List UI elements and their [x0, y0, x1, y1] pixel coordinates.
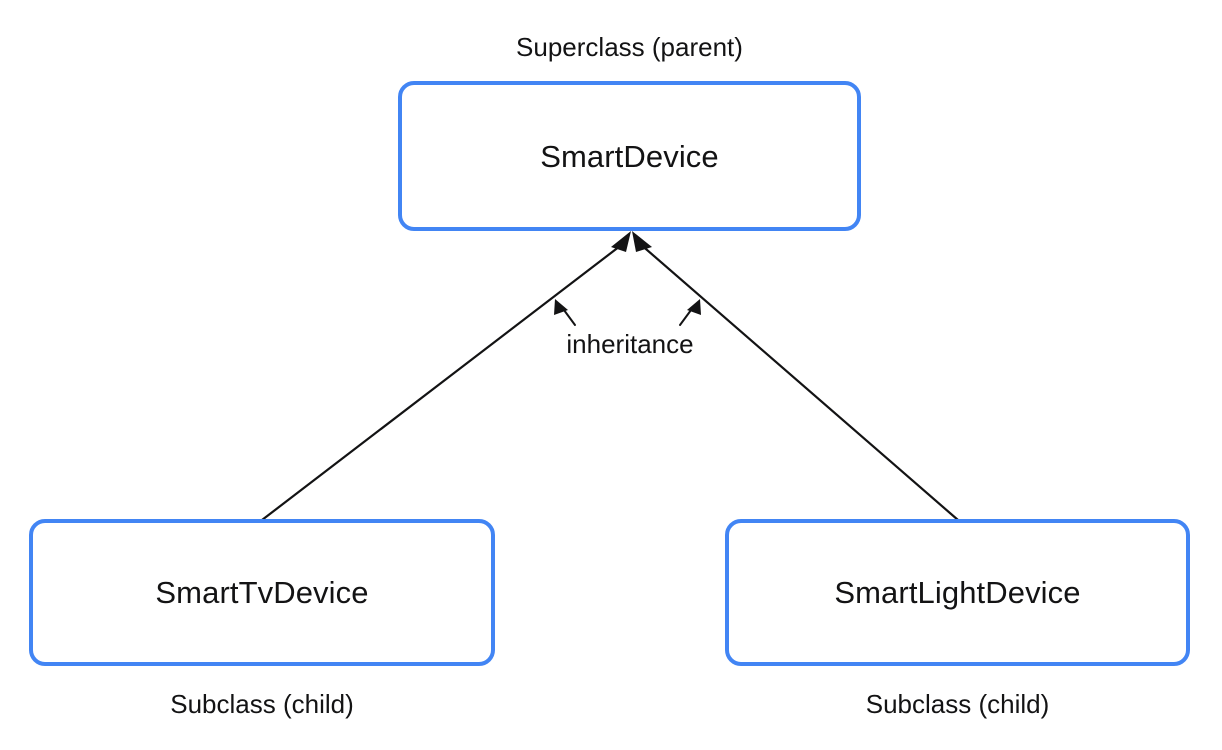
- class-name-smartdevice: SmartDevice: [540, 138, 719, 174]
- class-box-smartlightdevice[interactable]: SmartLightDevice: [725, 519, 1190, 666]
- edge-smartlightdevice-to-smartdevice: [632, 231, 960, 522]
- class-box-smarttvdevice[interactable]: SmartTvDevice: [29, 519, 495, 666]
- subclass-caption-smartlightdevice: Subclass (child): [865, 689, 1050, 719]
- class-name-smarttvdevice: SmartTvDevice: [155, 575, 369, 610]
- pointer-arrow-right: [679, 299, 701, 326]
- superclass-caption: Superclass (parent): [516, 32, 743, 62]
- class-box-smartdevice[interactable]: SmartDevice: [398, 81, 861, 231]
- inheritance-label: inheritance: [566, 329, 694, 359]
- pointer-arrow-left: [554, 299, 576, 326]
- subclass-caption-smarttvdevice: Subclass (child): [170, 689, 354, 719]
- class-name-smartlightdevice: SmartLightDevice: [834, 575, 1081, 610]
- edge-smarttvdevice-to-smartdevice: [260, 231, 631, 522]
